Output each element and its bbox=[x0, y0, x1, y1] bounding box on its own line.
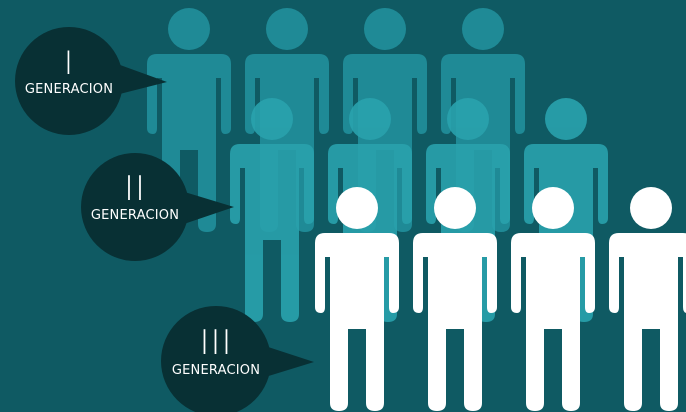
generation-3-bubble: III GENERACION bbox=[161, 306, 271, 412]
generation-3-person-icon bbox=[511, 187, 595, 411]
generation-3-label: GENERACION bbox=[171, 363, 261, 378]
generation-1-bubble: I GENERACION bbox=[15, 27, 123, 135]
generation-2-bubble: II GENERACION bbox=[81, 153, 189, 261]
generation-3-pointer bbox=[262, 345, 314, 378]
generation-2-label: GENERACION bbox=[90, 208, 180, 223]
generation-2-numeral: II bbox=[123, 169, 147, 209]
generation-3-person-icon bbox=[315, 187, 399, 411]
generation-1-pointer bbox=[112, 62, 167, 96]
generation-2-person-icon bbox=[230, 98, 314, 322]
generation-3-person-icon bbox=[609, 187, 686, 411]
generation-3-person-icon bbox=[413, 187, 497, 411]
generation-1-label: GENERACION bbox=[24, 82, 114, 97]
generation-1-numeral: I bbox=[63, 44, 75, 82]
generation-2-pointer bbox=[178, 190, 234, 226]
generation-3-numeral: III bbox=[199, 323, 233, 363]
